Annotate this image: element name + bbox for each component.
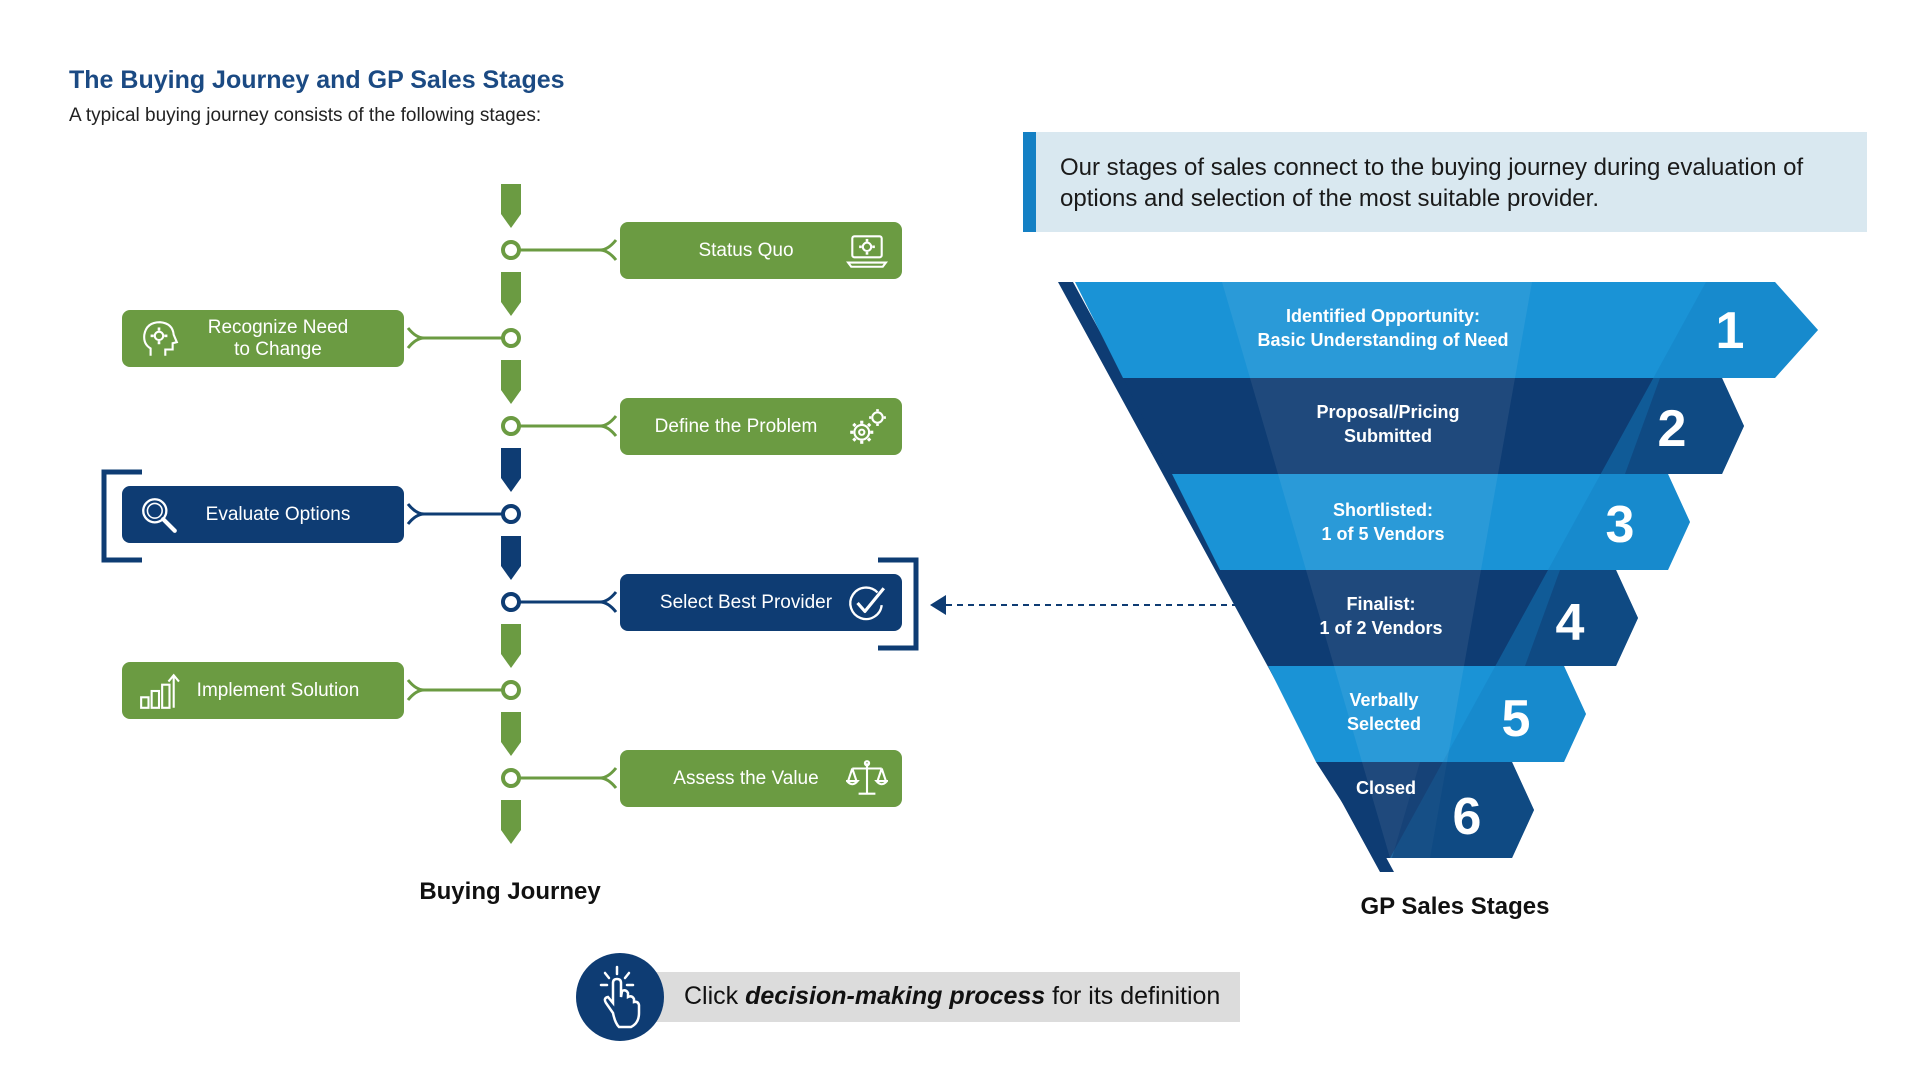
connector <box>520 415 618 428</box>
sales-stage-label: Selected <box>1347 714 1421 734</box>
spine-node <box>501 416 521 436</box>
funnel-band-5 <box>1268 666 1586 762</box>
cta-button[interactable] <box>576 953 664 1041</box>
link-arrowhead <box>930 595 946 615</box>
stage-label: Status Quo <box>698 239 794 261</box>
spine-chevron <box>501 360 521 404</box>
stage-define-problem[interactable]: Define the Problem <box>620 398 902 455</box>
funnel-band-2 <box>1123 378 1744 474</box>
laptop-gear-icon <box>846 234 888 268</box>
connector <box>406 512 425 525</box>
connector <box>406 336 425 349</box>
stage-status-quo[interactable]: Status Quo <box>620 222 902 279</box>
spine-chevron <box>501 448 521 492</box>
spine-chevron <box>501 536 521 580</box>
stage-select-best-provider[interactable]: Select Best Provider <box>620 574 902 631</box>
definition-link[interactable]: Click decision-making process for its de… <box>654 972 1240 1022</box>
connector <box>406 327 502 340</box>
spine-node <box>501 680 521 700</box>
spine-chevron <box>501 624 521 668</box>
sales-stages-label: GP Sales Stages <box>1360 893 1550 920</box>
sales-stage-number: 2 <box>1658 400 1687 458</box>
callout-box: Our stages of sales connect to the buyin… <box>1023 132 1867 232</box>
spine-node <box>501 240 521 260</box>
spine-node <box>501 504 521 524</box>
connector <box>520 767 618 780</box>
connector <box>599 776 618 789</box>
magnifier-icon <box>142 497 177 533</box>
stage-label: Implement Solution <box>196 679 360 701</box>
sales-stage-number: 4 <box>1556 594 1585 652</box>
spine-chevron <box>501 272 521 316</box>
check-circle-icon <box>849 585 886 620</box>
connector <box>406 503 502 516</box>
gears-icon <box>850 408 886 444</box>
stage-assess-value[interactable]: Assess the Value <box>620 750 902 807</box>
spine-node <box>501 328 521 348</box>
stage-label: Evaluate Options <box>205 503 351 525</box>
sales-stage-label: Submitted <box>1344 426 1432 446</box>
sales-funnel: Identified Opportunity: Basic Understand… <box>1058 282 1818 872</box>
spine-chevron <box>501 712 521 756</box>
cta-prefix: Click <box>684 982 746 1010</box>
bar-chart-arrow-icon <box>140 673 180 709</box>
stage-label-line2: to Change <box>234 338 322 360</box>
sales-stage-label: Finalist: <box>1346 594 1415 614</box>
sales-stage-label: Verbally <box>1349 690 1418 710</box>
spine-chevron <box>501 800 521 844</box>
connector <box>520 591 618 604</box>
connector <box>406 688 425 701</box>
stage-label: Select Best Provider <box>659 591 833 613</box>
connector <box>406 679 502 692</box>
connector <box>599 248 618 261</box>
sales-stage-number: 3 <box>1606 496 1635 554</box>
funnel-band-3 <box>1172 474 1690 570</box>
sales-stage-label: Closed <box>1356 778 1416 798</box>
funnel-band-4 <box>1220 570 1638 666</box>
spine-chevron <box>501 184 521 228</box>
sales-stage-number: 6 <box>1453 788 1482 846</box>
connector <box>520 239 618 252</box>
sales-stage-label: Identified Opportunity: <box>1286 306 1480 326</box>
sales-stage-label: Shortlisted: <box>1333 500 1433 520</box>
stage-recognize-need[interactable]: Recognize Need to Change <box>122 310 404 367</box>
stage-label-line1: Recognize Need <box>207 316 349 338</box>
connector <box>599 424 618 437</box>
page-title: The Buying Journey and GP Sales Stages <box>69 66 565 94</box>
sales-stage-label: 1 of 5 Vendors <box>1321 524 1444 544</box>
head-gear-icon <box>143 320 179 356</box>
stage-evaluate-options[interactable]: Evaluate Options <box>122 486 404 543</box>
spine-node <box>501 592 521 612</box>
cta-emphasis[interactable]: decision-making process <box>745 982 1046 1010</box>
stage-label: Recognize Need to Change <box>162 317 394 361</box>
spine-node <box>501 768 521 788</box>
scales-icon <box>846 759 888 795</box>
sales-stage-number: 1 <box>1716 302 1745 360</box>
funnel-band-1 <box>1075 282 1818 378</box>
connector <box>599 600 618 613</box>
funnel-center-shade <box>1222 282 1532 858</box>
right-bracket <box>878 557 919 651</box>
cta-suffix: for its definition <box>1045 982 1221 1010</box>
sales-stage-label: Proposal/Pricing <box>1316 402 1459 422</box>
page-subtitle: A typical buying journey consists of the… <box>69 105 542 126</box>
left-bracket <box>101 469 142 563</box>
buying-journey-label: Buying Journey <box>419 878 601 905</box>
sales-stage-number: 5 <box>1502 690 1531 748</box>
sales-stage-label: Basic Understanding of Need <box>1257 330 1508 350</box>
sales-stage-label: 1 of 2 Vendors <box>1319 618 1442 638</box>
stage-label: Assess the Value <box>673 767 819 789</box>
stage-label: Define the Problem <box>654 415 818 437</box>
pointer-hand-icon <box>599 965 641 1029</box>
stage-implement-solution[interactable]: Implement Solution <box>122 662 404 719</box>
